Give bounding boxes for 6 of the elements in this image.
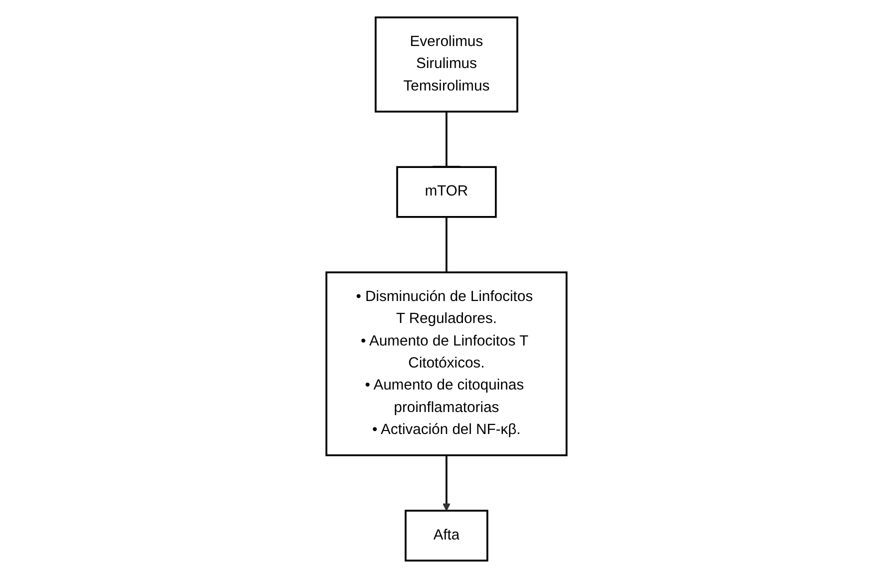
arrow bbox=[442, 455, 451, 512]
node-box: Everolimus Sirulimus Temsirolimus bbox=[374, 16, 518, 113]
node-box: Afta bbox=[404, 510, 488, 562]
node-box: mTOR bbox=[396, 166, 497, 218]
connector bbox=[446, 216, 448, 272]
node-box: • Disminución de Linfocitos T Reguladores. • Aumento de Linfocitos T Citotóxicos. • Aumento de citoquinas proinflamatorias • Activación del NF-κβ. bbox=[325, 271, 568, 456]
